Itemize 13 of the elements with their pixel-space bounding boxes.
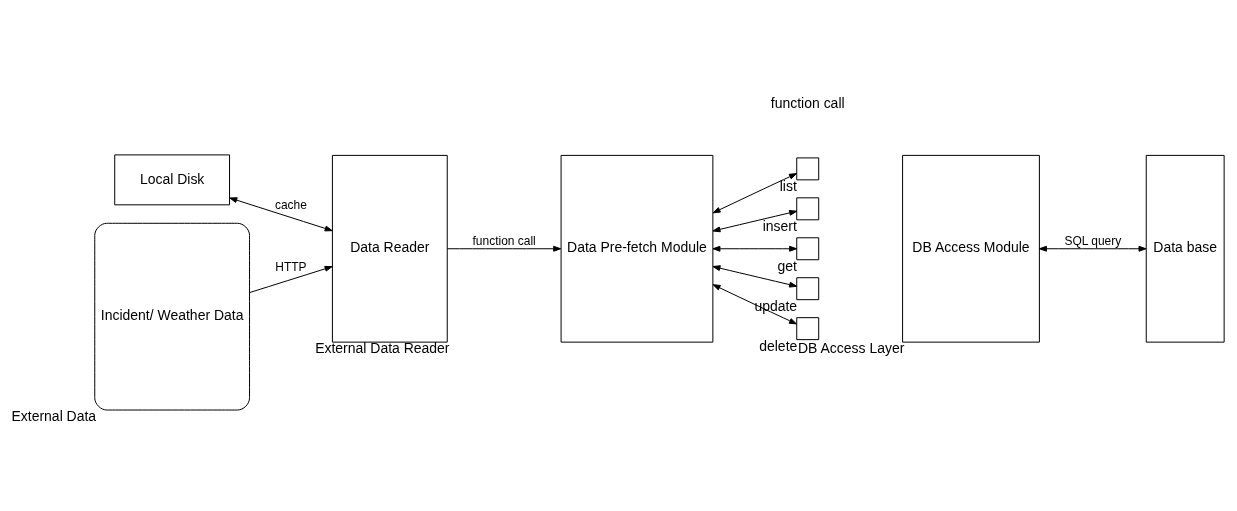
edge-label: function call <box>472 234 536 249</box>
label: function call <box>770 94 845 111</box>
node-label: insert <box>762 217 797 234</box>
node-label: delete <box>759 337 798 354</box>
node-label: External Data <box>11 408 97 425</box>
edge-label: SQL query <box>1064 234 1122 249</box>
node-label: get <box>777 257 797 274</box>
node-label: External Data Reader <box>315 340 450 357</box>
node-label: update <box>754 297 798 314</box>
node-label: list <box>779 178 797 195</box>
edge-label: HTTP <box>275 260 307 275</box>
node-label: DB Access Layer <box>797 340 905 357</box>
edge-label: cache <box>275 198 307 213</box>
